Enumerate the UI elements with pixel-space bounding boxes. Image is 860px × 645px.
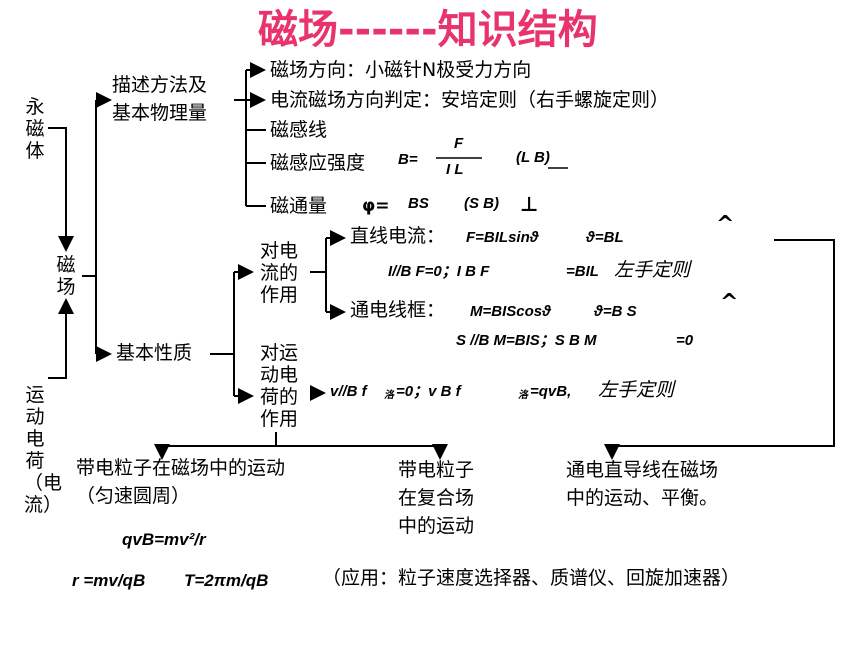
arrow-charge-to-field — [48, 298, 74, 379]
composite-line1: 带电粒子 — [398, 459, 475, 481]
composite-line2: 在复合场 — [398, 487, 475, 509]
intensity-text: 磁感应强度 — [270, 152, 366, 174]
permanent-magnet-label: 永磁体 — [25, 96, 45, 162]
intensity-numerator: F — [454, 135, 464, 152]
flux-text: 磁通量 — [270, 195, 328, 217]
vector-caret-1: ^ — [716, 212, 735, 237]
charge-action-label: 对运动电荷的作用 — [259, 342, 298, 430]
charged-particle-line1: 带电粒子在磁场中的运动 — [76, 457, 286, 479]
arrow-to-wire-motion — [604, 239, 835, 460]
left-hand-rule-1: 左手定则 — [614, 259, 691, 281]
basic-properties-label: 基本性质 — [116, 342, 193, 364]
straight-wire-theta: ϑ=BL — [586, 229, 624, 246]
wire-motion-line1: 通电直导线在磁场 — [566, 459, 719, 481]
coil-formula: M=BIScosϑ — [470, 303, 551, 320]
intensity-formula-b: B= — [398, 151, 418, 168]
applications-text: （应用：粒子速度选择器、质谱仪、回旋加速器） — [322, 567, 741, 589]
description-label-line2: 基本物理量 — [112, 102, 208, 124]
flux-phi: φ= — [362, 196, 390, 216]
flux-formula: BS — [408, 195, 429, 212]
period-formula: T=2πm/qB — [184, 571, 269, 590]
coil-label: 通电线框： — [350, 299, 446, 321]
straight-wire-formula: F=BILsinϑ — [466, 229, 539, 246]
arrow-magnet-to-field — [48, 127, 74, 252]
page-title: 磁场------知识结构 — [258, 7, 598, 53]
field-lines-text: 磁感线 — [270, 119, 328, 141]
current-action-label: 对电流的作用 — [259, 240, 298, 306]
lorentz-part-a: v//B f — [330, 383, 367, 400]
lorentz-sub-2: 洛 — [518, 390, 528, 401]
wire-motion-line2: 中的运动、平衡。 — [566, 487, 719, 509]
moving-charge-label: 运动电荷（电流） — [24, 384, 63, 516]
lorentz-sub-1: 洛 — [384, 390, 394, 401]
intensity-denominator: I L — [446, 161, 464, 178]
vector-caret-2: ^ — [720, 290, 739, 315]
perpendicular-icon: ⊥ — [520, 192, 539, 216]
qvb-formula: qvB=mv²/r — [122, 530, 206, 549]
left-hand-rule-2: 左手定则 — [598, 379, 675, 401]
coil-max: =0 — [676, 332, 694, 349]
lorentz-part-c: =qvB, — [530, 383, 572, 400]
description-label-line1: 描述方法及 — [112, 74, 208, 96]
coil-theta: ϑ=B S — [594, 303, 637, 320]
straight-wire-max: =BIL — [566, 263, 599, 280]
charged-particle-line2: （匀速圆周） — [76, 485, 191, 507]
straight-wire-condition: I//B F=0；I B F — [388, 263, 490, 280]
straight-wire-label: 直线电流： — [350, 225, 446, 247]
field-direction-text: 磁场方向：小磁针N极受力方向 — [270, 59, 532, 81]
intensity-condition: (L B) — [516, 149, 550, 166]
current-rule-text: 电流磁场方向判定：安培定则（右手螺旋定则） — [270, 89, 670, 111]
composite-line3: 中的运动 — [398, 515, 475, 537]
flux-condition: (S B) — [464, 195, 499, 212]
lorentz-part-b: =0；v B f — [396, 383, 461, 400]
magnetic-field-label: 磁场 — [56, 254, 76, 298]
radius-formula: r =mv/qB — [72, 571, 146, 590]
coil-condition: S //B M=BIS；S B M — [456, 332, 597, 349]
